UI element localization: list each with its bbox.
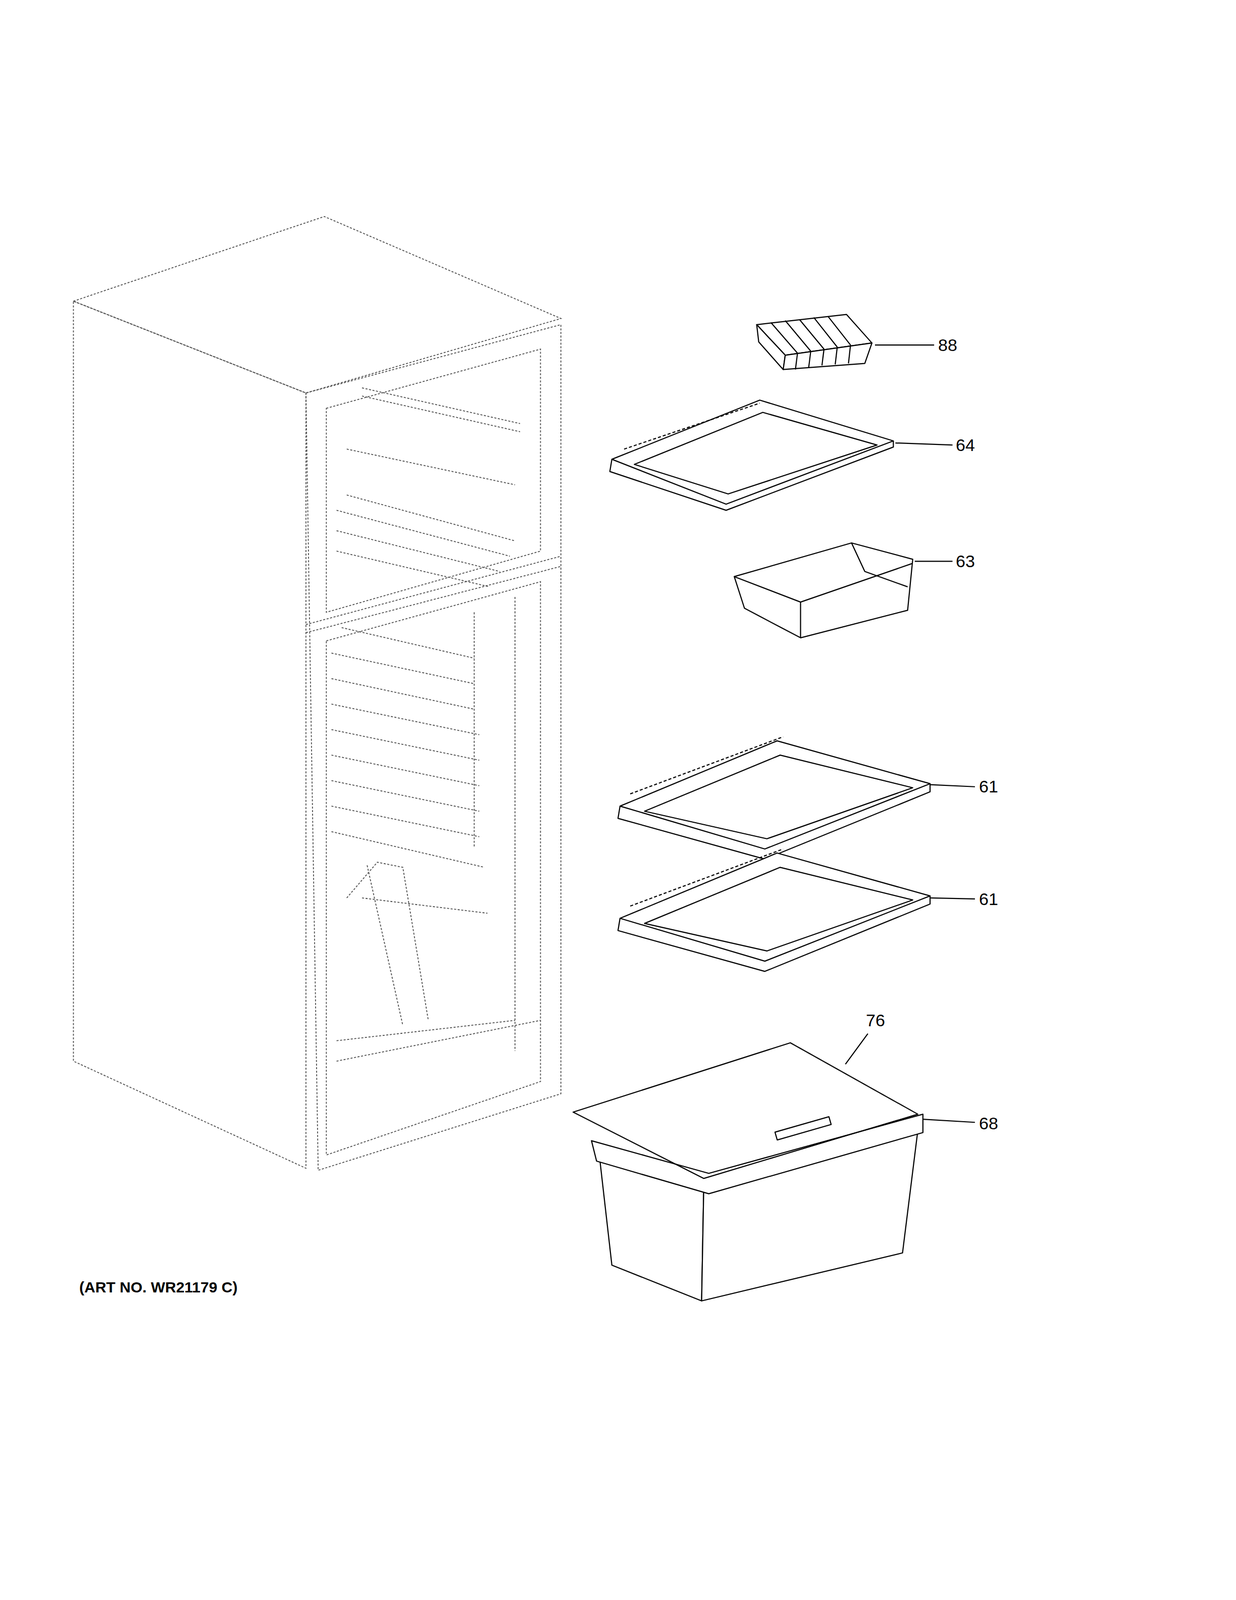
crisper-drawer	[591, 1113, 923, 1301]
callout-number: 63	[955, 552, 975, 570]
door-bin	[734, 542, 913, 638]
ice-tray	[756, 314, 872, 370]
callout-number: 64	[955, 436, 975, 454]
callout-number: 61	[979, 890, 999, 908]
callout-number: 68	[979, 1114, 999, 1132]
callout-number: 61	[979, 777, 999, 795]
leader-lines	[845, 344, 975, 1122]
callout-number: 76	[865, 1011, 886, 1029]
shelf	[618, 848, 931, 971]
art-number-note: (ART NO. WR21179 C)	[79, 1279, 238, 1295]
callout-number: 88	[938, 336, 958, 354]
refrigerator-cabinet	[73, 216, 561, 1171]
crisper-cover	[573, 1042, 918, 1179]
shelf	[618, 736, 931, 859]
shelf	[609, 399, 894, 510]
